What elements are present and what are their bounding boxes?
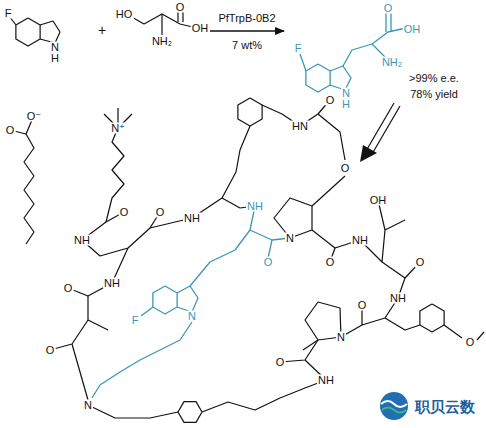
- atom-label: N: [285, 233, 295, 244]
- bond: [82, 212, 160, 256]
- bond: [477, 332, 484, 340]
- atom-label: O: [155, 207, 166, 218]
- bond: [385, 220, 405, 230]
- atom-label: O: [263, 257, 274, 268]
- bond: [68, 248, 128, 296]
- bond: [378, 200, 385, 262]
- atom-label: N: [341, 88, 351, 99]
- bond: [444, 325, 462, 338]
- atom-label: NH: [389, 293, 407, 304]
- bond: [420, 304, 444, 332]
- bond: [385, 318, 420, 330]
- atom-label: O: [465, 337, 476, 348]
- bond: [178, 402, 202, 423]
- atom-label: O: [275, 357, 286, 368]
- bond: [161, 14, 162, 35]
- bond: [141, 307, 153, 316]
- bond: [72, 344, 88, 400]
- atom-label: OH: [403, 24, 422, 35]
- atom-label: F: [131, 315, 140, 326]
- atom-label: NH₂: [151, 36, 173, 47]
- bond: [153, 286, 177, 314]
- bond: [50, 320, 88, 350]
- bond: [130, 14, 197, 28]
- bond: [318, 114, 345, 160]
- multistep-arrow: [360, 103, 400, 162]
- atom-label: O: [63, 283, 74, 294]
- bond: [16, 18, 40, 46]
- atom-label: HO: [115, 9, 134, 20]
- reaction-arrow: [210, 30, 284, 31]
- bond: [268, 240, 272, 258]
- atom-label: NH: [351, 235, 369, 246]
- atom-label: OH: [191, 23, 210, 34]
- bond: [88, 405, 178, 418]
- atom-label: O: [357, 300, 368, 311]
- atom-label: N⁺: [110, 123, 126, 134]
- atom-label: HN: [291, 121, 309, 132]
- bond: [24, 134, 34, 244]
- bond-lines: [9, 8, 484, 422]
- atom-label: O: [45, 345, 56, 356]
- bond: [312, 176, 345, 206]
- bond: [390, 12, 391, 32]
- atom-label: O: [383, 3, 394, 14]
- bond: [14, 131, 26, 134]
- atom-label: NH₂: [381, 57, 403, 68]
- atom-label: >99% e.e.: [408, 73, 460, 84]
- atom-label: 7 wt%: [231, 40, 263, 51]
- atom-label: NH: [317, 375, 335, 386]
- bond: [300, 54, 306, 71]
- atom-label: O⁻: [26, 111, 42, 122]
- atom-label: O: [5, 125, 16, 136]
- atom-label: OH: [369, 195, 388, 206]
- atom-label: N: [187, 311, 197, 322]
- atom-label: 78% yield: [409, 89, 459, 100]
- logo: [380, 392, 408, 420]
- atom-label: O: [340, 163, 351, 174]
- bond: [280, 340, 318, 362]
- bond: [330, 66, 351, 90]
- atom-label: NH: [103, 278, 121, 289]
- atom-label: PfTrpB-0B2: [217, 13, 276, 24]
- atom-label: O: [415, 257, 426, 268]
- atom-label: H: [50, 53, 60, 64]
- bond: [150, 126, 250, 228]
- bond: [177, 286, 198, 312]
- watermark: 职贝云数: [414, 399, 476, 414]
- bond: [88, 296, 108, 330]
- bond: [202, 380, 326, 412]
- bond: [26, 120, 32, 134]
- bond: [385, 12, 386, 32]
- bond: [40, 21, 60, 43]
- bond: [306, 64, 330, 92]
- bond: [190, 230, 250, 286]
- bond: [303, 340, 318, 350]
- bond: [335, 240, 420, 278]
- atom-label: +: [97, 23, 107, 37]
- atom-label: N: [83, 400, 93, 411]
- atom-label: NH: [73, 235, 91, 246]
- atom-label: O: [175, 1, 186, 12]
- bond: [238, 98, 262, 126]
- atom-label: O: [119, 207, 130, 218]
- atom-label: N: [50, 42, 60, 53]
- bond: [92, 322, 192, 398]
- atom-label: F: [4, 8, 13, 19]
- atom-label: H: [341, 99, 351, 110]
- atom-label: O: [325, 257, 336, 268]
- atom-label: F: [294, 43, 303, 54]
- atom-label: NH: [246, 201, 264, 212]
- atom-label: NH: [183, 213, 201, 224]
- atom-label: O: [325, 95, 336, 106]
- atom-label: N: [336, 332, 346, 343]
